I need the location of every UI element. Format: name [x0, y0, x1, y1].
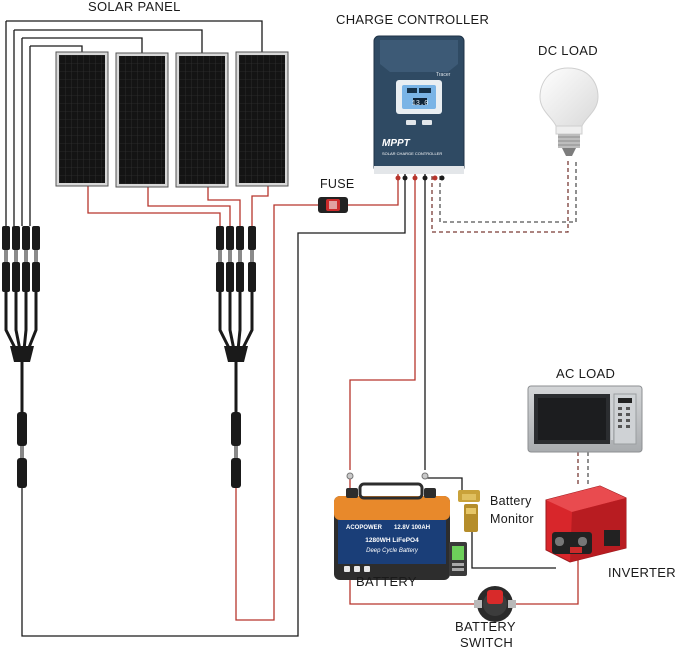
dc-load-wires — [431, 160, 577, 233]
panel-feed-wires — [5, 20, 263, 226]
ac-load-wires — [577, 452, 589, 484]
panel-output-wires — [87, 186, 269, 226]
mc4-connectors-right — [216, 226, 256, 488]
battery-brand: ACOPOWER — [346, 525, 383, 531]
solar-panels — [55, 51, 289, 188]
fuse — [318, 197, 348, 213]
battery-monitor-label-line1: Battery — [490, 494, 532, 508]
solar-panel — [55, 51, 109, 187]
battery-type: Deep Cycle Battery — [366, 548, 419, 554]
mc4-connectors-left — [2, 226, 40, 488]
fuse-label: FUSE — [320, 177, 355, 191]
controller-model: MPPT — [382, 138, 411, 149]
battery-spec: 12.8V 100AH — [394, 525, 430, 531]
battery-switch-label-line1: BATTERY — [455, 619, 516, 634]
inverter-label: INVERTER — [608, 565, 676, 580]
ac-load-microwave — [527, 385, 643, 453]
ac-load-label: AC LOAD — [556, 366, 616, 381]
charge-controller-label: CHARGE CONTROLLER — [336, 12, 490, 27]
charge-controller: Tracer 13.0 MPPT SOLAR CHARGE CONTROLLER — [373, 35, 465, 181]
battery: ACOPOWER 12.8V 100AH 1280WH LiFePO4 Deep… — [334, 472, 450, 580]
controller-subtitle: SOLAR CHARGE CONTROLLER — [382, 151, 442, 156]
controller-brand: Tracer — [436, 72, 451, 78]
system-wires — [21, 172, 579, 637]
dc-load-label: DC LOAD — [538, 43, 598, 58]
inverter — [545, 485, 627, 563]
solar-panel — [175, 52, 229, 188]
battery-monitor-label-line2: Monitor — [490, 512, 534, 526]
solar-panel-label: SOLAR PANEL — [88, 0, 181, 14]
battery-switch-label-line2: SWITCH — [460, 635, 514, 650]
controller-screen-value: 13.0 — [412, 100, 429, 108]
battery-switch — [474, 586, 516, 622]
battery-label: BATTERY — [356, 574, 417, 589]
solar-panel — [235, 51, 289, 187]
battery-monitor — [449, 490, 480, 576]
solar-panel — [115, 52, 169, 188]
battery-chemistry: 1280WH LiFePO4 — [365, 537, 419, 544]
dc-load-bulb — [539, 67, 599, 156]
